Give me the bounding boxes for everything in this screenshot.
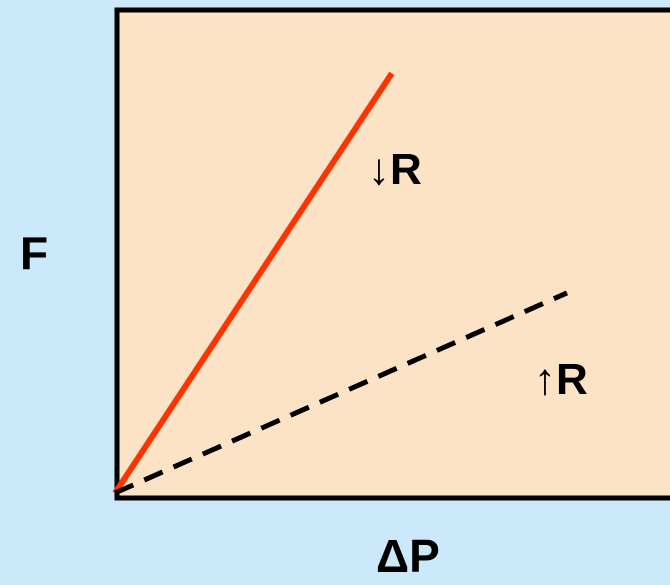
y-axis-label: F xyxy=(20,227,49,279)
series-label-decreasing-r: ↓R xyxy=(368,145,422,194)
x-axis-label: ΔP xyxy=(376,530,440,582)
plot-area xyxy=(114,7,670,501)
series-line-increasing-r xyxy=(113,290,569,496)
series-label-increasing-r: ↑R xyxy=(534,355,588,404)
series-layer xyxy=(112,71,569,496)
series-line-decreasing-r xyxy=(112,71,395,495)
